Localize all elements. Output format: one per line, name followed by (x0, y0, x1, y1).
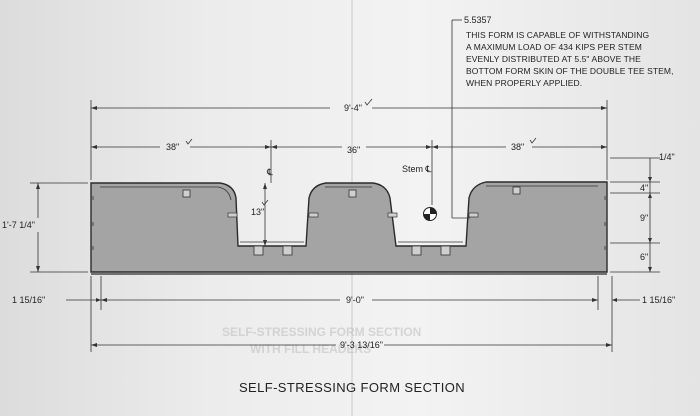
dim-bottom-overall: 9'-3 13/16" (340, 340, 383, 350)
tab (182, 189, 191, 198)
check-mark (364, 98, 373, 106)
tab (227, 212, 238, 218)
dim-right-flange: 38" (511, 142, 524, 152)
ghost-text-1: SELF-STRESSING FORM SECTION (222, 325, 421, 339)
tab (308, 212, 319, 218)
dim-height: 1'-7 1/4" (2, 220, 35, 230)
inner-skin-left (100, 186, 232, 201)
stem-centerline-label: Stem ℄ (402, 164, 432, 174)
dim-bottom-left: 1 15/16" (12, 295, 45, 305)
tab (253, 245, 264, 256)
tab (512, 186, 521, 195)
note-line-2: A MAXIMUM LOAD OF 434 KIPS PER STEM (466, 42, 642, 52)
tab (468, 212, 479, 218)
tab (348, 189, 357, 198)
note-line-1: THIS FORM IS CAPABLE OF WITHSTANDING (466, 30, 649, 40)
note-line-4: BOTTOM FORM SKIN OF THE DOUBLE TEE STEM, (466, 66, 674, 76)
note-line-3: EVENLY DISTRIBUTED AT 5.5" ABOVE THE (466, 54, 641, 64)
dim-right-b: 9" (640, 213, 648, 223)
dim-stem-depth: 13" (251, 207, 264, 217)
dim-overall-top: 9'-4" (344, 103, 362, 113)
tab (411, 245, 422, 256)
ghost-text-2: WITH FILL HEADERS (250, 342, 371, 356)
dim-right-top: 1/4" (659, 152, 675, 162)
dim-bottom-right: 1 15/16" (642, 295, 675, 305)
drawing-title: SELF-STRESSING FORM SECTION (239, 380, 465, 395)
tab (387, 212, 398, 218)
centerline-label: ℄ (266, 167, 273, 177)
form-body (90, 181, 608, 273)
dim-stem-spacing: 36" (347, 145, 360, 155)
dim-left-flange: 38" (166, 142, 179, 152)
dim-bottom-mid: 9'-0" (346, 295, 364, 305)
note-ref: 5.5357 (464, 15, 492, 25)
note-line-5: WHEN PROPERLY APPLIED. (466, 78, 582, 88)
tab (282, 245, 293, 256)
dim-right-a: 4" (640, 183, 648, 193)
dim-right-c: 6" (640, 252, 648, 262)
tab (440, 245, 451, 256)
